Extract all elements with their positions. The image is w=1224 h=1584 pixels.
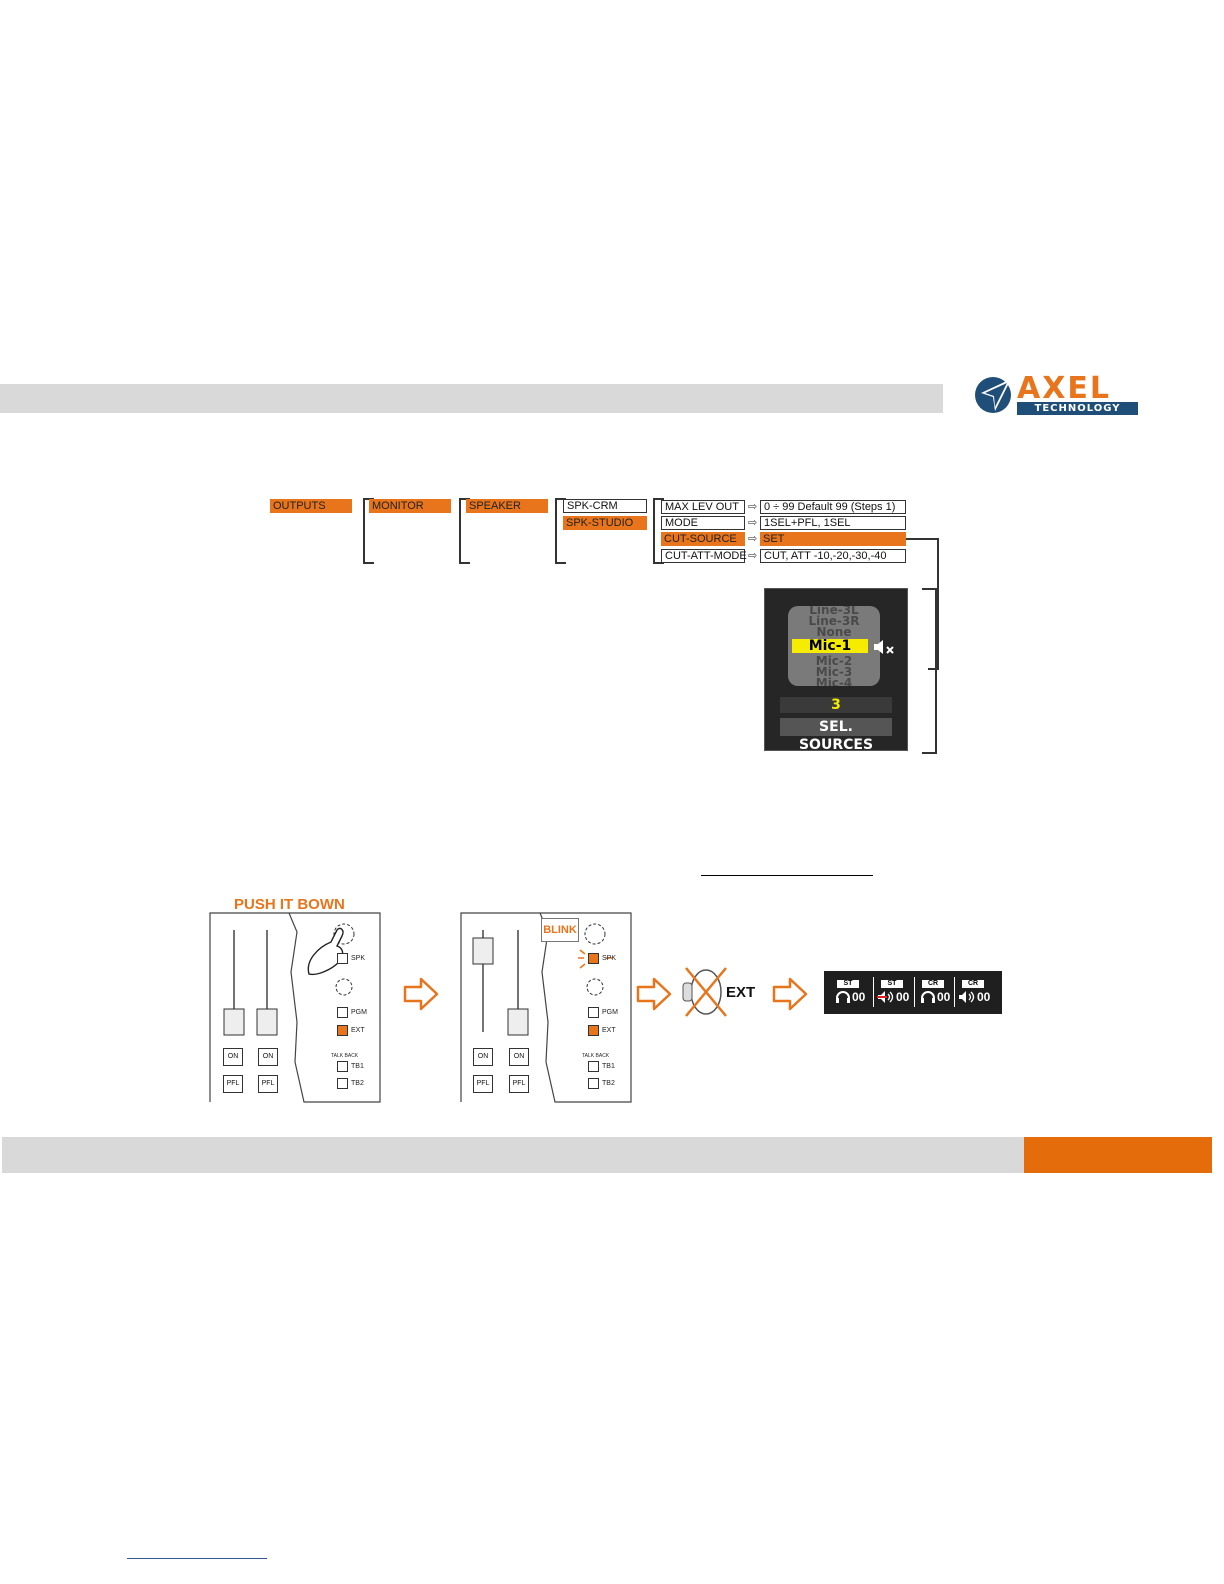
logo-mark-icon [975, 377, 1011, 413]
spk-label: SPK [602, 955, 617, 962]
param-max-lev-out-value: 0 ÷ 99 Default 99 (Steps 1) [760, 500, 906, 514]
menu-outputs[interactable]: OUTPUTS [270, 499, 352, 513]
spk-label: SPK [351, 955, 366, 962]
step-arrow-icon [772, 977, 808, 1011]
tb1-label: TB1 [351, 1063, 364, 1070]
lcd-source-count: 3 [780, 697, 892, 713]
status-value: 00 [852, 990, 866, 1004]
status-cell: ST 00 [830, 977, 872, 1007]
spk-button-blinking[interactable] [588, 953, 599, 964]
speaker-icon [959, 991, 975, 1003]
push-it-down-label: PUSH IT BOWN [234, 896, 345, 913]
tb2-label: TB2 [602, 1080, 615, 1087]
link-underline [701, 875, 873, 876]
blink-callout: BLINK [541, 918, 579, 942]
pgm-label: PGM [351, 1009, 367, 1016]
monitor-status-strip: ST 00 ST 00 CR 00 CR 00 [824, 971, 1002, 1014]
spk-button[interactable] [337, 953, 348, 964]
tb1-button[interactable] [337, 1061, 348, 1072]
menu-spk-studio[interactable]: SPK-STUDIO [563, 516, 647, 530]
pfl-button[interactable]: PFL [509, 1075, 529, 1093]
status-tag: CR [962, 980, 984, 988]
pfl-button[interactable]: PFL [473, 1075, 493, 1093]
status-tag: ST [837, 980, 859, 988]
param-cut-source-value[interactable]: SET [760, 532, 906, 546]
lcd-sel-sources-label: SEL. SOURCES [780, 718, 892, 753]
talkback-label: TALK BACK [582, 1053, 610, 1059]
ext-label: EXT [602, 1027, 616, 1034]
lcd-list-item: Line-3R [808, 614, 860, 628]
speaker-cut-icon [877, 991, 894, 1003]
ext-button[interactable] [337, 1025, 348, 1036]
step-arrow-icon [403, 977, 439, 1011]
ext-button[interactable] [588, 1025, 599, 1036]
arrow-right-icon: ⇨ [748, 501, 758, 513]
lcd-list-item: Line-3L [809, 606, 859, 617]
lcd-selected-source[interactable]: Mic-1 [792, 639, 868, 653]
arrow-right-icon: ⇨ [748, 533, 758, 545]
tb2-label: TB2 [351, 1080, 364, 1087]
lcd-list-item: Mic-2 [815, 654, 853, 668]
footer-accent [1024, 1137, 1212, 1173]
status-cell: ST 00 [873, 977, 916, 1007]
ext-text: EXT [726, 984, 756, 1001]
status-value: 00 [937, 990, 951, 1004]
status-cell: CR 00 [954, 977, 997, 1007]
on-button[interactable]: ON [258, 1048, 278, 1066]
status-tag: CR [922, 980, 944, 988]
param-cut-att-mode[interactable]: CUT-ATT-MODE [661, 549, 747, 563]
on-button[interactable]: ON [223, 1048, 243, 1066]
pfl-button[interactable]: PFL [223, 1075, 243, 1093]
status-tag: ST [881, 980, 903, 988]
footer-link-underline[interactable] [127, 1558, 267, 1559]
lcd-list-item: Mic-3 [815, 665, 853, 679]
menu-spk-crm[interactable]: SPK-CRM [563, 499, 647, 513]
header-bar [0, 384, 943, 413]
status-value: 00 [977, 990, 991, 1004]
headphones-icon [836, 991, 850, 1003]
pfl-button[interactable]: PFL [258, 1075, 278, 1093]
param-mode-value: 1SEL+PFL, 1SEL [760, 516, 906, 530]
menu-monitor[interactable]: MONITOR [369, 499, 451, 513]
ext-label: EXT [351, 1027, 365, 1034]
status-cell: CR 00 [914, 977, 957, 1007]
arrow-right-icon: ⇨ [748, 517, 758, 529]
param-max-lev-out[interactable]: MAX LEV OUT [661, 500, 745, 514]
pgm-button[interactable] [337, 1007, 348, 1018]
step-arrow-icon [636, 977, 672, 1011]
tb2-button[interactable] [588, 1078, 599, 1089]
footer-bar [2, 1137, 1024, 1173]
menu-speaker[interactable]: SPEAKER [466, 499, 548, 513]
pgm-label: PGM [602, 1009, 618, 1016]
param-cut-att-mode-value: CUT, ATT -10,-20,-30,-40 [760, 549, 906, 563]
param-cut-source[interactable]: CUT-SOURCE [661, 532, 745, 546]
lcd-list-item: Mic-4 [815, 676, 853, 686]
pgm-button[interactable] [588, 1007, 599, 1018]
knob-crossed-icon [682, 967, 727, 1017]
logo-subtitle: TECHNOLOGY [1017, 402, 1138, 415]
on-button[interactable]: ON [473, 1048, 493, 1066]
talkback-label: TALK BACK [331, 1053, 359, 1059]
status-value: 00 [896, 990, 910, 1004]
logo-word: AXEL [1017, 371, 1111, 406]
speaker-muted-icon [874, 640, 894, 654]
lcd-list-item: None [816, 625, 852, 639]
arrow-right-icon: ⇨ [748, 550, 758, 562]
param-mode[interactable]: MODE [661, 516, 745, 530]
tb2-button[interactable] [337, 1078, 348, 1089]
on-button[interactable]: ON [509, 1048, 529, 1066]
tb1-button[interactable] [588, 1061, 599, 1072]
headphones-icon [921, 991, 935, 1003]
tb1-label: TB1 [602, 1063, 615, 1070]
